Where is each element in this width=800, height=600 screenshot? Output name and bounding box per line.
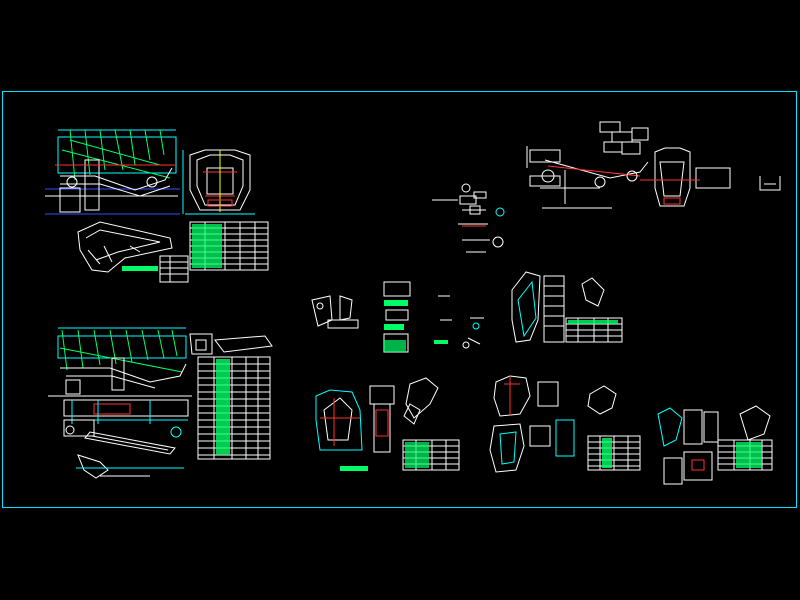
conveyor-elevation-top-left[interactable] — [45, 129, 269, 283]
conveyor-elevation-bottom-left[interactable] — [48, 327, 273, 479]
parts-table-hopper[interactable] — [587, 435, 641, 471]
conveyor-top-right[interactable] — [526, 121, 781, 209]
parts-table-bottom-left[interactable] — [197, 356, 271, 460]
chute-detail-center[interactable] — [511, 271, 623, 343]
parts-table-far-right[interactable] — [717, 439, 773, 471]
parts-top-center[interactable] — [432, 183, 505, 253]
parts-table-center[interactable] — [565, 317, 623, 343]
parts-table-bottom-center[interactable] — [402, 439, 460, 471]
parts-small-center[interactable] — [311, 281, 484, 353]
section-view[interactable] — [182, 149, 255, 215]
chute-detail-bottom-center[interactable] — [315, 377, 460, 471]
isometric-view[interactable] — [77, 221, 173, 273]
hopper-detail-bottom-right[interactable] — [489, 375, 773, 485]
parts-table-top-left[interactable] — [159, 221, 269, 283]
drawing-border — [2, 91, 797, 508]
